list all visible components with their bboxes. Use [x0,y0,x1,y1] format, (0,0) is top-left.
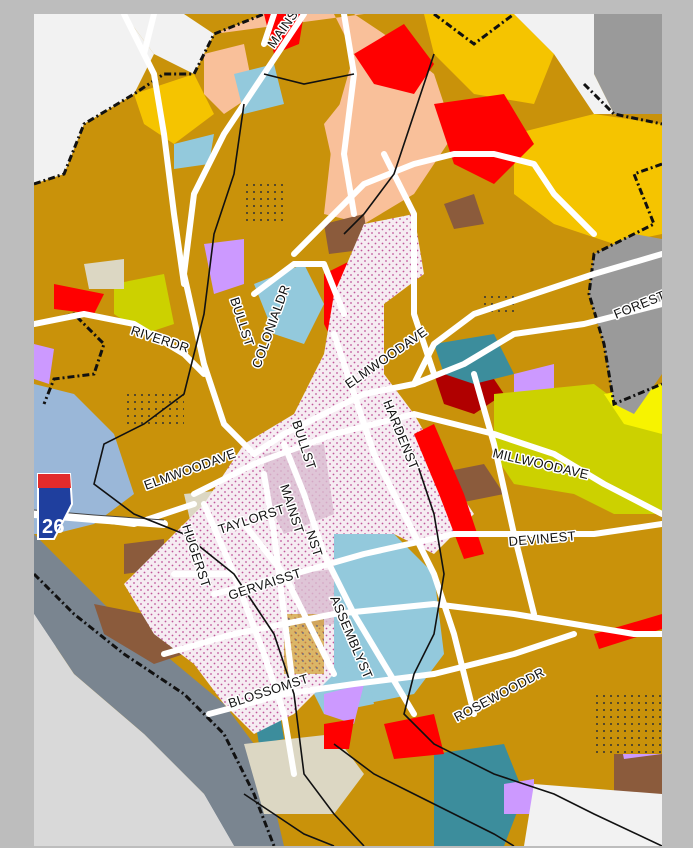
zone-red-north [354,24,434,94]
zone-brown-5 [614,744,662,804]
zone-purple-ssw [504,779,534,814]
interstate-shield-icon: 26 [37,473,74,540]
zone-red-south [384,714,444,759]
zone-yellowgreen-left [114,274,174,334]
dotted-patch-2 [154,394,184,424]
zone-red-upper [434,94,534,184]
zone-gray-ne [594,14,662,114]
label-devine-st: DEVINEST [508,528,576,549]
road-network [34,14,662,777]
city-boundary-river [34,572,276,846]
zone-purple-south [324,684,364,724]
zone-orange-east [514,114,662,244]
zone-teal-south [434,744,524,846]
zone-purple-left [204,239,244,294]
dotted-patch-3 [244,184,284,224]
north-white-area [124,14,214,74]
railroads [93,53,662,846]
zone-lightblue-2 [174,134,214,169]
dotted-patch-1 [124,394,154,424]
zone-brown-river [94,604,184,664]
zone-tan-1 [84,259,124,289]
zone-brown-2 [444,194,484,229]
zone-orange-ne [424,14,554,104]
white-area-ne [514,14,614,114]
interstate-number: 26 [42,516,65,538]
land-use-map[interactable]: 26 MAINST FOREST RIVERDR BULLST COLONIAL… [34,14,662,846]
northwest-area [34,14,154,184]
zone-lightblue-assembly [334,534,444,704]
zone-red-left [54,284,104,314]
dotted-patch-4 [594,694,662,754]
city-boundary [34,14,265,186]
zone-red-south-2 [324,719,354,749]
zone-red-harden [414,424,484,559]
river [34,534,284,846]
zone-gray-east [589,234,662,414]
zone-purple-nw [34,344,54,384]
west-city-area [34,614,234,846]
